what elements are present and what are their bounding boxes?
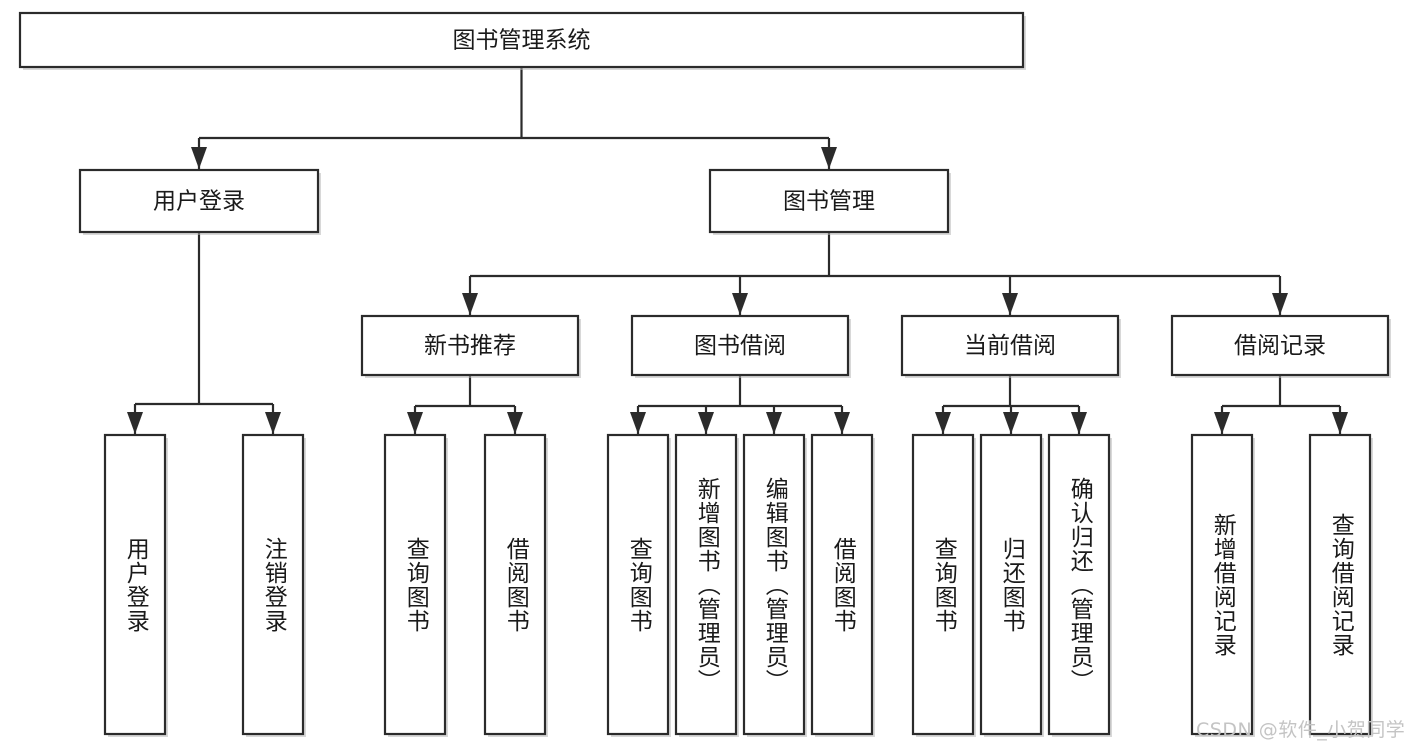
edge-book-manage-arrowhead-1	[732, 293, 748, 315]
edge-root-arrowhead-1	[821, 147, 837, 169]
node-root[interactable]	[18, 11, 1025, 69]
edge-book-borrow-arrowhead-0	[630, 412, 646, 434]
node-user-login-label: 用户登录	[153, 189, 245, 215]
node-leaf-borrow-book-2[interactable]	[810, 433, 874, 736]
node-new-book-recommend[interactable]	[360, 314, 580, 377]
edge-root-arrowhead-0	[191, 147, 207, 169]
node-leaf-edit-book-admin[interactable]	[742, 433, 806, 736]
edge-book-borrow-arrowhead-3	[834, 412, 850, 434]
edge-current-borrow-arrowhead-0	[935, 412, 951, 434]
edge-book-manage-arrowhead-3	[1272, 293, 1288, 315]
csdn-watermark: CSDN @软件_小贺同学	[1196, 719, 1405, 741]
edge-new-book-recommend-arrowhead-0	[407, 412, 423, 434]
node-book-borrow-label: 图书借阅	[694, 333, 786, 359]
edge-current-borrow-arrowhead-1	[1003, 412, 1019, 434]
edge-borrow-record-arrowhead-1	[1332, 412, 1348, 434]
node-book-manage[interactable]	[708, 168, 950, 234]
node-leaf-add-book-admin[interactable]	[674, 433, 738, 736]
edge-book-borrow-arrowhead-2	[766, 412, 782, 434]
node-current-borrow-label: 当前借阅	[964, 333, 1056, 359]
node-box-layer	[18, 11, 1391, 737]
node-leaf-borrow-book-1[interactable]	[483, 433, 547, 736]
edge-current-borrow-arrowhead-2	[1071, 412, 1087, 434]
node-leaf-add-borrow-record[interactable]	[1190, 433, 1254, 736]
node-leaf-return-book[interactable]	[979, 433, 1043, 736]
node-root-label: 图书管理系统	[453, 28, 591, 54]
edge-borrow-record-arrowhead-0	[1214, 412, 1230, 434]
node-book-borrow[interactable]	[630, 314, 850, 377]
edge-user-login-arrowhead-1	[265, 412, 281, 434]
node-current-borrow[interactable]	[900, 314, 1120, 377]
node-borrow-record-label: 借阅记录	[1234, 333, 1326, 359]
node-user-login[interactable]	[78, 168, 320, 234]
node-book-manage-label: 图书管理	[783, 189, 875, 215]
edge-book-borrow-arrowhead-1	[698, 412, 714, 434]
node-leaf-user-login[interactable]	[103, 433, 167, 736]
node-leaf-logout-login[interactable]	[241, 433, 305, 736]
node-borrow-record[interactable]	[1170, 314, 1390, 377]
node-leaf-query-book-3[interactable]	[911, 433, 975, 736]
connector-layer	[127, 67, 1348, 434]
edge-new-book-recommend-arrowhead-1	[507, 412, 523, 434]
node-leaf-query-book-2[interactable]	[606, 433, 670, 736]
node-new-book-recommend-label: 新书推荐	[424, 333, 516, 359]
edge-book-manage-arrowhead-2	[1002, 293, 1018, 315]
edge-book-manage-arrowhead-0	[462, 293, 478, 315]
node-leaf-query-book-1[interactable]	[383, 433, 447, 736]
node-leaf-query-borrow-record[interactable]	[1308, 433, 1372, 736]
node-leaf-confirm-return[interactable]	[1047, 433, 1111, 736]
edge-user-login-arrowhead-0	[127, 412, 143, 434]
